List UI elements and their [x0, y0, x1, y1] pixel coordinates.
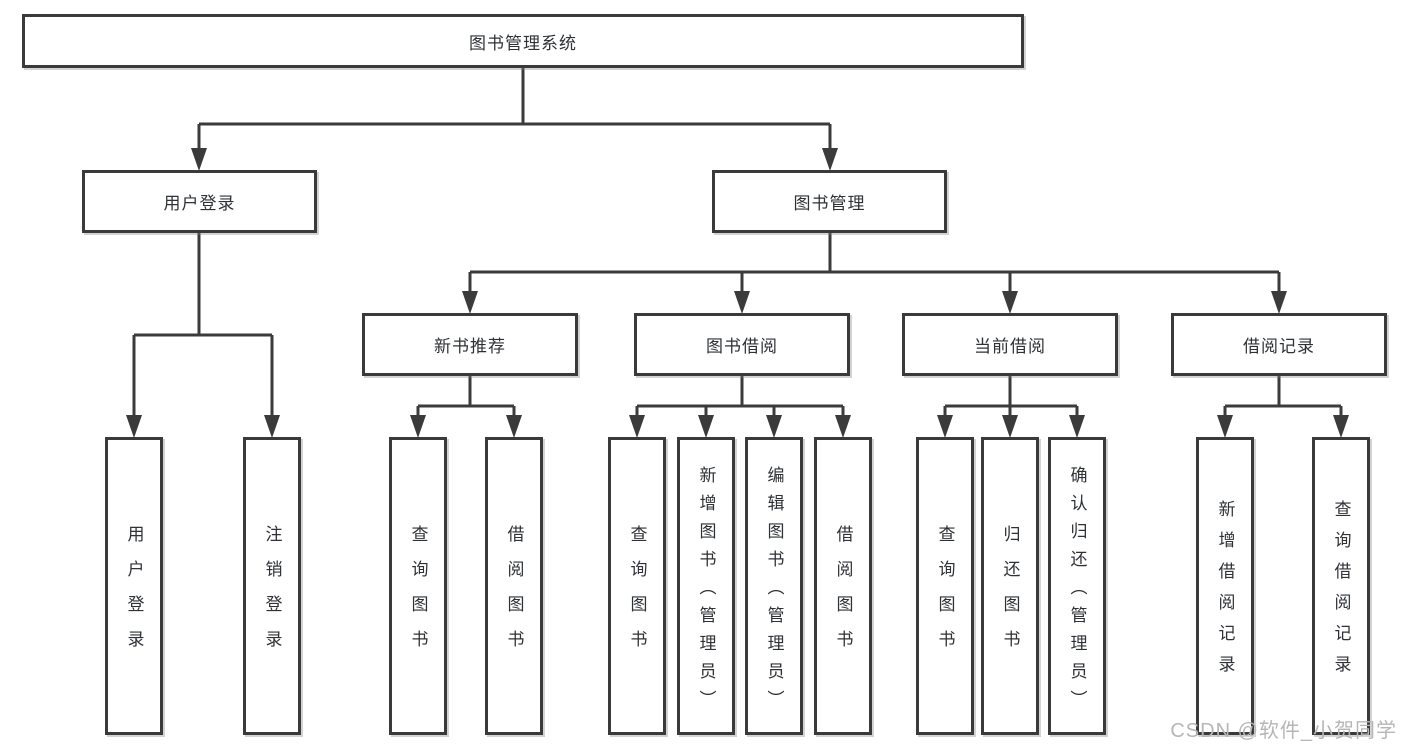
connector-book-borrow-branch — [635, 376, 845, 418]
connector-user-login-branch — [132, 233, 274, 417]
connector-current-borrow-branch — [943, 376, 1079, 418]
node-label: 查询图书 — [408, 525, 428, 665]
node-label: 查询图书 — [627, 525, 647, 665]
connector-borrow-records-branch — [1223, 376, 1343, 418]
node-label: 确认归还（管理员） — [1067, 465, 1087, 718]
node-label: 图书借阅 — [706, 337, 778, 356]
connector-new-book-branch — [416, 376, 516, 418]
node-label: 当前借阅 — [974, 337, 1046, 356]
arrow-down-icon — [1217, 415, 1233, 438]
leaf-current-return-books: 归还图书 — [981, 437, 1039, 735]
arrow-down-icon — [1333, 415, 1349, 438]
node-label: 编辑图书（管理员） — [764, 465, 784, 718]
connector-book-management-branch — [468, 233, 1281, 293]
node-label: 归还图书 — [1000, 525, 1020, 665]
arrow-down-icon — [698, 415, 714, 438]
arrow-down-icon — [766, 415, 782, 438]
node-label: 借阅记录 — [1243, 337, 1315, 356]
leaf-current-query-books: 查询图书 — [916, 437, 974, 735]
node-new-book-recommend: 新书推荐 — [362, 313, 578, 376]
arrow-down-icon — [937, 415, 953, 438]
arrow-down-icon — [629, 415, 645, 438]
leaf-user-login: 用户登录 — [105, 437, 163, 735]
connector-root-branch — [197, 68, 832, 151]
node-user-login: 用户登录 — [82, 170, 317, 233]
leaf-logout: 注销登录 — [243, 437, 301, 735]
arrow-down-icon — [822, 148, 838, 171]
leaf-recommend-borrow-books: 借阅图书 — [485, 437, 543, 735]
arrow-down-icon — [835, 415, 851, 438]
arrow-down-icon — [410, 415, 426, 438]
node-root: 图书管理系统 — [22, 14, 1024, 68]
leaf-records-add-record: 新增借阅记录 — [1196, 437, 1254, 735]
node-label: 用户登录 — [163, 194, 236, 213]
node-label: 查询借阅记录 — [1331, 500, 1351, 686]
node-label: 图书管理 — [793, 194, 866, 213]
arrow-down-icon — [1002, 415, 1018, 438]
arrow-down-icon — [462, 291, 478, 314]
node-book-borrow: 图书借阅 — [634, 313, 850, 376]
node-book-management: 图书管理 — [712, 170, 947, 233]
node-label: 新增借阅记录 — [1215, 500, 1235, 686]
arrowheads — [126, 148, 1349, 438]
node-label: 查询图书 — [935, 525, 955, 665]
node-current-borrow: 当前借阅 — [902, 313, 1118, 376]
node-label: 注销登录 — [262, 525, 282, 665]
leaf-borrow-edit-books-admin: 编辑图书（管理员） — [745, 437, 803, 735]
node-label: 借阅图书 — [504, 525, 524, 665]
leaf-current-confirm-return-admin: 确认归还（管理员） — [1048, 437, 1106, 735]
node-label: 新增图书（管理员） — [696, 465, 716, 718]
arrow-down-icon — [1271, 291, 1287, 314]
leaf-recommend-query-books: 查询图书 — [389, 437, 447, 735]
leaf-borrow-query-books: 查询图书 — [608, 437, 666, 735]
arrow-down-icon — [1002, 291, 1018, 314]
leaf-borrow-borrow-books: 借阅图书 — [814, 437, 872, 735]
arrow-down-icon — [191, 148, 207, 171]
arrow-down-icon — [264, 415, 280, 438]
arrow-down-icon — [1069, 415, 1085, 438]
leaf-records-query-record: 查询借阅记录 — [1312, 437, 1370, 735]
node-label: 用户登录 — [124, 525, 144, 665]
leaf-borrow-add-books-admin: 新增图书（管理员） — [677, 437, 735, 735]
arrow-down-icon — [734, 291, 750, 314]
node-label: 新书推荐 — [434, 337, 506, 356]
node-label: 图书管理系统 — [469, 33, 577, 53]
node-label: 借阅图书 — [833, 525, 853, 665]
node-borrow-records: 借阅记录 — [1171, 313, 1387, 376]
arrow-down-icon — [506, 415, 522, 438]
arrow-down-icon — [126, 415, 142, 438]
watermark: CSDN @软件_小贺同学 — [1170, 720, 1397, 742]
